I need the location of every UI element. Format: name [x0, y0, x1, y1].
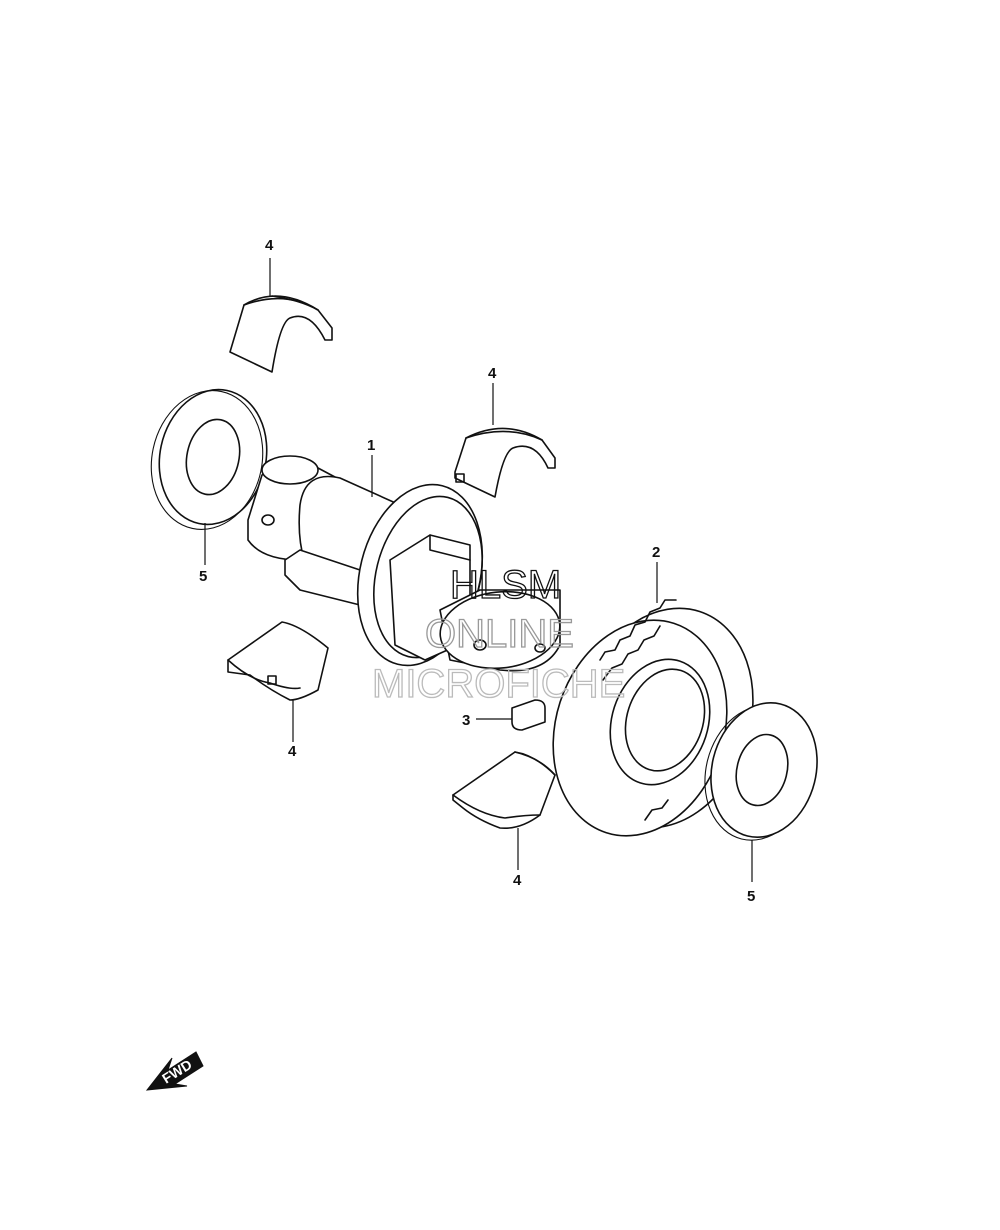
bushing-middle [454, 427, 556, 498]
cam-shaft [247, 455, 561, 672]
callout-4-lower-left: 4 [288, 743, 297, 760]
bushing-lower-left [227, 621, 329, 701]
watermark-line-3: MICROFICHE [372, 662, 625, 706]
callouts: 4 4 1 2 5 4 3 4 5 [199, 237, 755, 905]
leader-lines [204, 258, 753, 882]
callout-4-middle: 4 [488, 365, 497, 382]
fwd-arrow: FWD [145, 1051, 204, 1091]
bevel-gear [552, 599, 754, 837]
thrust-washer-right [704, 702, 818, 841]
callout-4-lower-middle: 4 [513, 872, 522, 889]
key [511, 699, 546, 731]
callout-5-right: 5 [747, 888, 755, 905]
callout-4-top: 4 [265, 237, 274, 254]
callout-5-left: 5 [199, 568, 207, 585]
callout-3: 3 [462, 712, 470, 729]
callout-2: 2 [652, 544, 660, 561]
watermark-line-2: ONLINE [425, 612, 574, 656]
bushing-top [229, 295, 333, 373]
bushing-lower-middle [452, 751, 556, 830]
watermark: HLSM ONLINE MICROFICHE [371, 562, 626, 706]
watermark-line-1: HLSM [450, 563, 561, 607]
callout-1: 1 [367, 437, 375, 454]
thrust-washer-left [150, 388, 268, 530]
